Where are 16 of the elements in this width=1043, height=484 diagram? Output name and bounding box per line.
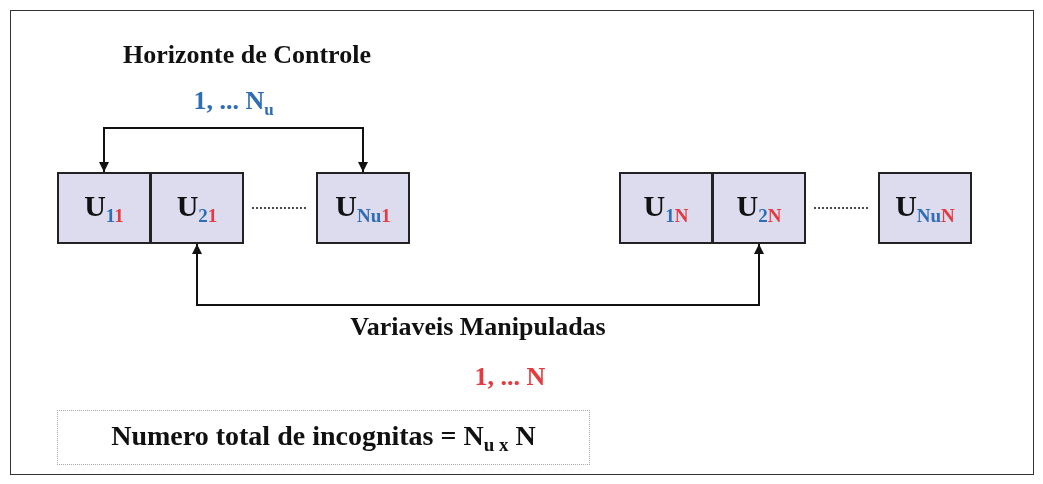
edge-label: 1, ... N$_{u}$ xyxy=(193,86,274,120)
formula-box xyxy=(57,410,590,465)
vector-cell xyxy=(316,172,410,244)
dotted-line xyxy=(251,207,309,209)
dotted-line xyxy=(813,207,871,209)
bracket-arrow xyxy=(192,243,764,306)
heading-text: Horizonte de Controle xyxy=(123,40,371,70)
vector-cell xyxy=(619,172,713,244)
vector-cell xyxy=(878,172,972,244)
vector-cell xyxy=(57,172,151,244)
vector-cell xyxy=(712,172,806,244)
range-label: 1, ... N xyxy=(474,362,546,392)
bracket-arrow xyxy=(99,127,368,173)
edge-label: Variaveis Manipuladas xyxy=(350,312,606,342)
vector-cell xyxy=(150,172,244,244)
formula-text: Numero total de incognitas = N$_{u x}$ N xyxy=(111,419,536,456)
